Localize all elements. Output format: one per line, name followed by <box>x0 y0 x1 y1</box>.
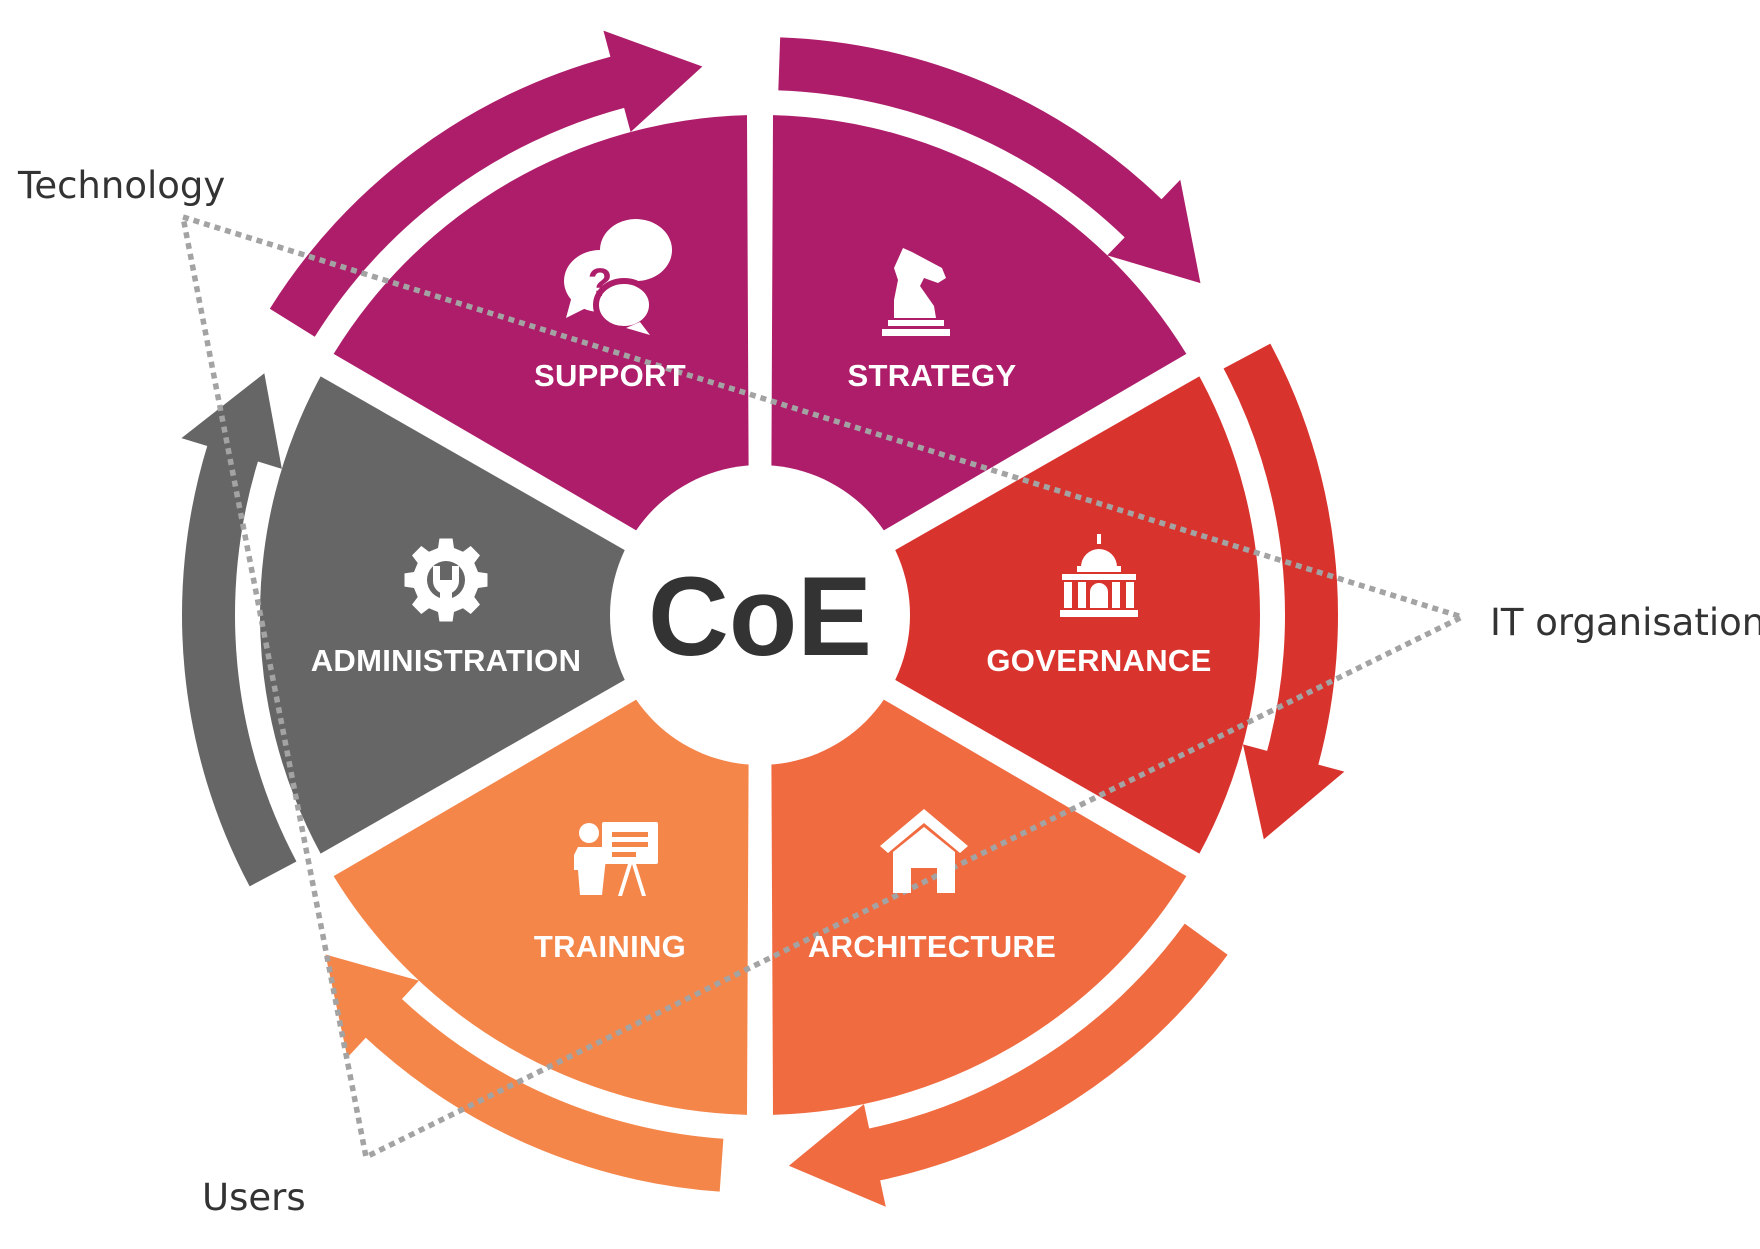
technology-it-users-triangle <box>179 212 1470 1162</box>
arrow-bottom-left <box>325 954 724 1192</box>
segment-architecture <box>771 694 1187 1115</box>
segment-label-governance: GOVERNANCE <box>986 643 1211 678</box>
center-label: CoE <box>648 554 872 679</box>
government-building-icon <box>1060 534 1138 617</box>
center-hub <box>610 465 910 765</box>
chess-knight-icon <box>882 248 950 336</box>
segment-label-training: TRAINING <box>534 929 686 964</box>
segment-label-support: SUPPORT <box>534 358 686 393</box>
segment-label-architecture: ARCHITECTURE <box>808 929 1056 964</box>
cycle-arrows <box>181 30 1345 1207</box>
arrow-top-right <box>778 37 1201 284</box>
segment-label-strategy: STRATEGY <box>848 358 1017 393</box>
segment-strategy <box>771 115 1187 536</box>
triangle-label-users: Users <box>202 1176 306 1219</box>
svg-text:?: ? <box>588 261 612 305</box>
arrow-right <box>1223 343 1345 840</box>
arrow-bottom-right <box>788 923 1228 1207</box>
presentation-icon <box>574 822 658 896</box>
chat-question-icon: ? <box>564 219 672 335</box>
arrow-top-left <box>269 30 703 337</box>
segment-training <box>333 694 749 1115</box>
triangle-label-it-organisation: IT organisation <box>1490 601 1760 644</box>
gear-wrench-icon <box>404 538 488 622</box>
house-icon <box>880 809 968 893</box>
arrow-left <box>181 373 297 887</box>
segment-label-administration: ADMINISTRATION <box>311 643 582 678</box>
triangle-label-technology: Technology <box>17 164 225 207</box>
